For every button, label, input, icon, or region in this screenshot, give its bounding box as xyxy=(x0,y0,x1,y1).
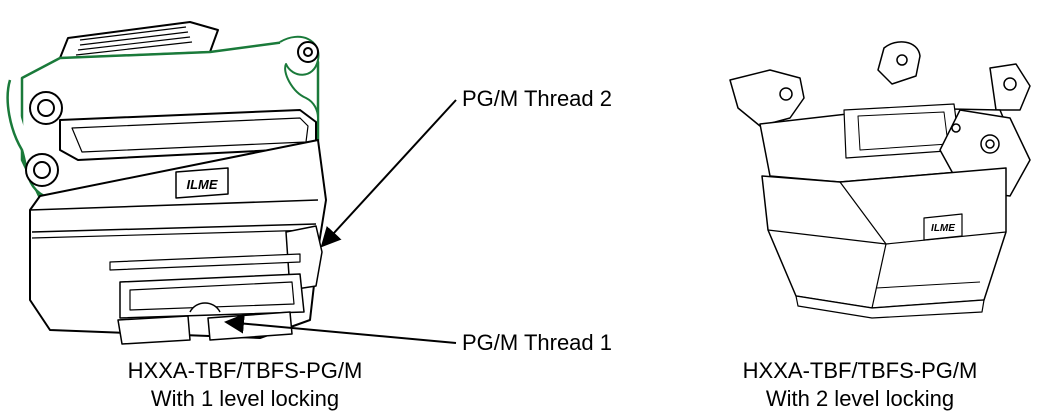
label-thread-1: PG/M Thread 1 xyxy=(462,330,612,355)
caption-left-model: HXXA-TBF/TBFS-PG/M xyxy=(127,358,363,383)
hood-2-level-locking xyxy=(729,41,1031,319)
callout-line-thread-1 xyxy=(224,313,457,344)
caption-right-description: With 2 level locking xyxy=(765,386,955,411)
hood-1-level-locking xyxy=(6,21,327,345)
caption-left: HXXA-TBF/TBFS-PG/M With 1 level locking xyxy=(120,357,370,413)
caption-left-description: With 1 level locking xyxy=(150,386,340,411)
logo-right: ILME xyxy=(931,223,955,234)
label-thread-2: PG/M Thread 2 xyxy=(462,86,612,111)
caption-right: HXXA-TBF/TBFS-PG/M With 2 level locking xyxy=(735,357,985,413)
caption-right-model: HXXA-TBF/TBFS-PG/M xyxy=(742,358,978,383)
callout-line-thread-2 xyxy=(320,99,457,248)
logo-left: ILME xyxy=(186,177,217,192)
